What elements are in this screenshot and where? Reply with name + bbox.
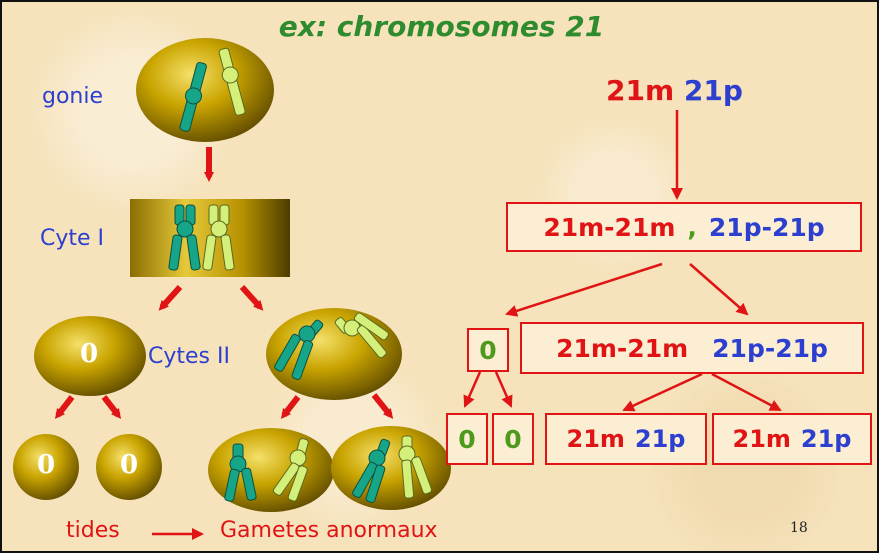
box-low-zero-2: 0 — [492, 413, 534, 465]
gonie-cell — [136, 38, 274, 142]
box-mid-dyads: 21m-21m 21p-21p — [520, 322, 864, 374]
page-number: 18 — [790, 520, 808, 536]
left-arrows — [54, 147, 394, 419]
top-maternal: 21m — [606, 74, 675, 107]
label-gonie: gonie — [42, 84, 104, 109]
arrow-mid-right — [711, 372, 782, 412]
arrow-zero-left — [463, 371, 482, 408]
gamete-empty-1 — [13, 434, 79, 500]
label-tides: tides — [66, 518, 120, 543]
chromosome-dark-icon — [224, 443, 257, 502]
chromosome-dark-icon — [352, 438, 391, 503]
low1-maternal: 21m — [566, 425, 625, 453]
chromosome-light-icon — [272, 438, 309, 502]
mid-zero: 0 — [479, 335, 497, 365]
slide-title: ex: chromosomes 21 — [278, 10, 605, 43]
cell-zero-gamete-2: 0 — [120, 450, 139, 480]
label-gametes: Gametes anormaux — [220, 518, 438, 543]
arrow-cyte2-left — [280, 395, 301, 419]
box-low-zero-1: 0 — [446, 413, 488, 465]
dyad-dark-icon — [274, 319, 324, 380]
label-cytes-ii: Cytes II — [148, 344, 230, 369]
gamete-abnormal-1 — [208, 428, 334, 512]
chromosome-light-icon — [398, 435, 433, 499]
bivalent-dark-icon — [168, 204, 201, 271]
low-zero-1: 0 — [458, 424, 476, 454]
chromosome-light-icon — [218, 47, 246, 116]
cell-zero-cyte-ii: 0 — [80, 339, 99, 369]
arrow-cyte2-right — [371, 393, 394, 419]
box-low-gamete-2: 21m 21p — [712, 413, 872, 465]
arrow-cell0-right — [101, 395, 122, 419]
arrow-pair-left — [505, 262, 663, 317]
label-cyte-i: Cyte I — [40, 226, 105, 251]
gamete-abnormal-2 — [331, 426, 451, 510]
arrow-cyte-left — [158, 284, 183, 311]
arrow-mid-left — [622, 372, 703, 412]
cyte-i-cell — [130, 199, 290, 277]
box-bivalents: 21m-21m , 21p-21p — [506, 202, 862, 252]
low2-paternal: 21p — [800, 425, 852, 453]
low1-paternal: 21p — [634, 425, 686, 453]
pair-maternal: 21m-21m — [543, 212, 676, 242]
bivalent-light-icon — [202, 204, 235, 271]
cyte-ii-full-cell — [266, 308, 402, 400]
mid-maternal: 21m-21m — [556, 333, 689, 363]
arrow-pair-right — [689, 263, 749, 316]
arrow-cell0-left — [54, 395, 75, 419]
dyad-light-icon — [334, 312, 389, 359]
arrow-zero-right — [494, 371, 513, 408]
arrow-cyte-right — [239, 284, 264, 311]
pair-separator: , — [687, 212, 697, 242]
top-paternal: 21p — [683, 74, 743, 107]
cell-zero-gamete-1: 0 — [37, 450, 56, 480]
box-mid-zero: 0 — [467, 328, 509, 372]
cyte-ii-empty-cell — [34, 316, 146, 396]
box-low-gamete-1: 21m 21p — [545, 413, 707, 465]
right-arrows — [152, 110, 782, 540]
mid-paternal: 21p-21p — [712, 333, 828, 363]
gamete-empty-2 — [96, 434, 162, 500]
top-genotype: 21m 21p — [606, 74, 743, 107]
pair-paternal: 21p-21p — [708, 212, 825, 242]
low-zero-2: 0 — [504, 424, 522, 454]
chromosome-dark-icon — [179, 61, 207, 132]
low2-maternal: 21m — [732, 425, 791, 453]
